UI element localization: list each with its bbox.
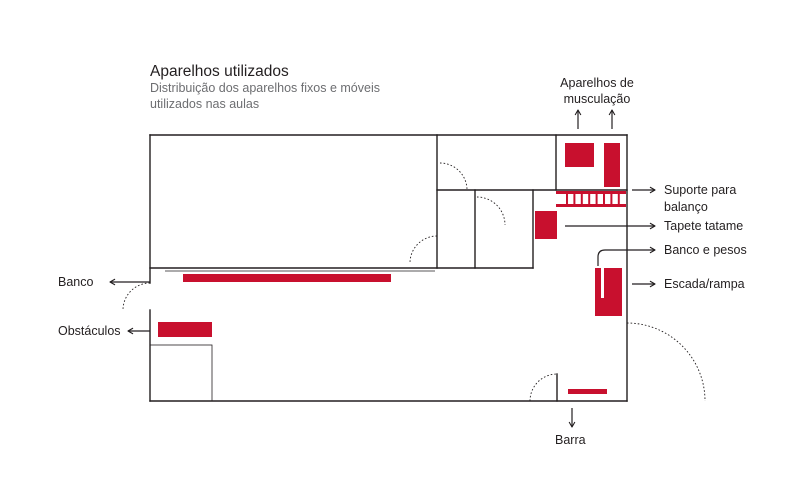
long-bench xyxy=(183,274,391,282)
ladder-ramp-base xyxy=(595,298,622,316)
diagram-subtitle-line-2: utilizados nas aulas xyxy=(150,97,259,111)
stairs-hatched-area xyxy=(149,344,213,402)
balance-support-top-rail xyxy=(556,191,626,194)
label-tatami-mat: Tapete tatame xyxy=(664,219,743,233)
obstacles xyxy=(158,322,212,337)
door-swing-left-of-partition xyxy=(409,235,438,264)
label-bench: Banco xyxy=(58,275,93,289)
equipment xyxy=(158,143,626,394)
diagram-subtitle-line-1: Distribuição dos aparelhos fixos e móvei… xyxy=(150,81,380,95)
label-weight-machines-line-1: Aparelhos de xyxy=(560,76,634,90)
door-swing-bottom xyxy=(529,373,558,402)
weight-machine-right xyxy=(604,143,620,187)
door-swing-right xyxy=(626,322,706,402)
door-swing-top-middle xyxy=(439,162,468,191)
weight-machine-left xyxy=(565,143,594,167)
walls xyxy=(149,134,628,402)
leader-arrows xyxy=(110,110,655,427)
bar xyxy=(568,389,607,394)
label-ladder-ramp: Escada/rampa xyxy=(664,277,745,291)
label-balance-support-line-2: balanço xyxy=(664,200,708,214)
tatami-mat xyxy=(535,211,557,239)
label-balance-support-line-1: Suporte para xyxy=(664,183,736,197)
door-swing-middle-room xyxy=(476,196,506,226)
door-swing-left-wall xyxy=(122,282,151,311)
balance-support-bottom-rail xyxy=(556,204,626,207)
labels: Aparelhos de musculação Suporte para bal… xyxy=(58,76,747,447)
label-weight-machines-line-2: musculação xyxy=(564,92,631,106)
label-bar: Barra xyxy=(555,433,586,447)
label-obstacles: Obstáculos xyxy=(58,324,121,338)
bench-and-weights xyxy=(595,268,601,298)
doors xyxy=(122,162,706,402)
arrow-bench-and-weights xyxy=(597,250,655,266)
balance-support-rungs xyxy=(566,193,625,205)
label-bench-and-weights: Banco e pesos xyxy=(664,243,747,257)
diagram-title: Aparelhos utilizados xyxy=(150,63,289,80)
